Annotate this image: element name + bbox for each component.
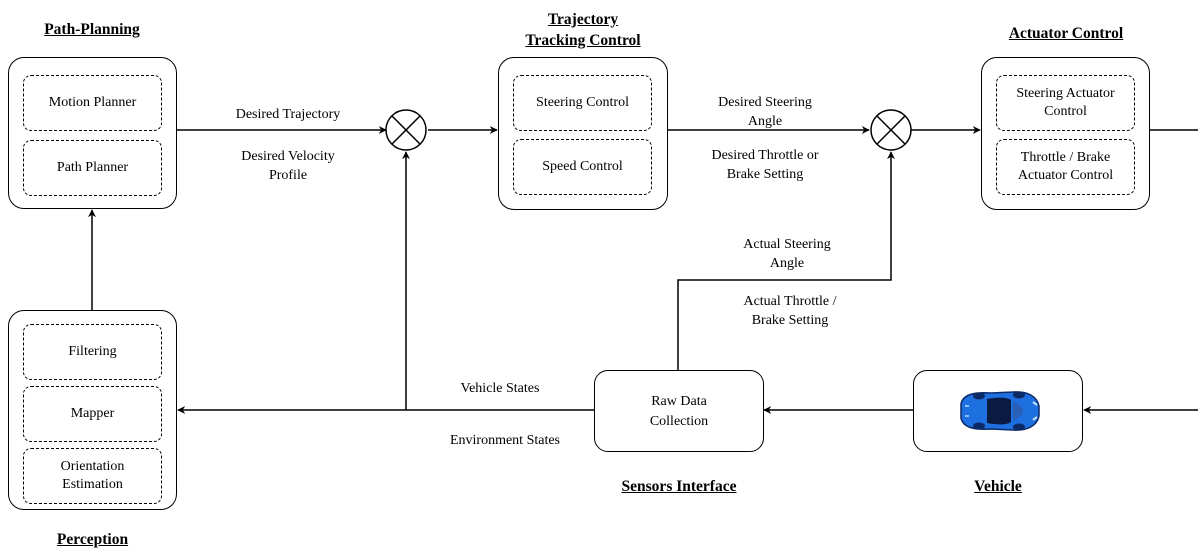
actuator-control-block: Steering Actuator Control Throttle / Bra…: [981, 57, 1150, 210]
label-desired-trajectory: Desired Trajectory: [235, 107, 341, 122]
title-actuator-control: Actuator Control: [1008, 25, 1124, 42]
label-desired-steering-line2: Angle: [747, 114, 783, 129]
trajectory-tracking-block: Steering Control Speed Control: [498, 57, 668, 210]
orientation-line2: Estimation: [62, 477, 123, 492]
title-perception: Perception: [56, 531, 129, 548]
label-actual-throttle-line1: Actual Throttle /: [743, 294, 837, 309]
title-trajectory-line1: Trajectory: [547, 11, 619, 28]
summing-junction-1: [385, 109, 427, 151]
title-trajectory-line2: Tracking Control: [525, 32, 641, 49]
label-desired-throttle-line1: Desired Throttle or: [711, 148, 819, 163]
label-actual-steering-line1: Actual Steering: [743, 237, 831, 252]
label-actual-steering-line2: Angle: [769, 256, 805, 271]
motion-planner-block: Motion Planner: [23, 75, 162, 131]
title-path-planning: Path-Planning: [44, 21, 140, 38]
orientation-estimation-block: Orientation Estimation: [23, 448, 162, 504]
orientation-line1: Orientation: [60, 459, 125, 474]
filtering-block: Filtering: [23, 324, 162, 380]
arrow-actual-to-sum2: [677, 151, 895, 370]
title-sensors-interface: Sensors Interface: [621, 478, 737, 495]
steering-actuator-line1: Steering Actuator: [1016, 86, 1115, 101]
label-desired-throttle-line2: Brake Setting: [726, 167, 804, 182]
raw-data-line2: Collection: [649, 414, 709, 429]
speed-control-block: Speed Control: [513, 139, 652, 195]
steering-control-block: Steering Control: [513, 75, 652, 131]
steering-actuator-block: Steering Actuator Control: [996, 75, 1135, 131]
throttle-actuator-block: Throttle / Brake Actuator Control: [996, 139, 1135, 195]
summing-junction-2: [870, 109, 912, 151]
label-desired-steering-line1: Desired Steering: [718, 95, 812, 110]
steering-actuator-line2: Control: [1044, 104, 1087, 119]
label-desired-velocity-line2: Profile: [268, 168, 308, 183]
raw-data-collection-block: Raw Data Collection: [594, 370, 764, 452]
label-environment-states: Environment States: [449, 433, 561, 448]
mapper-block: Mapper: [23, 386, 162, 442]
vehicle-block: [913, 370, 1083, 452]
perception-block: Filtering Mapper Orientation Estimation: [8, 310, 177, 510]
title-vehicle: Vehicle: [974, 478, 1022, 495]
throttle-actuator-line1: Throttle / Brake: [1020, 150, 1111, 165]
car-icon: [960, 391, 1040, 431]
throttle-actuator-line2: Actuator Control: [1017, 168, 1114, 183]
raw-data-line1: Raw Data: [651, 394, 707, 409]
label-actual-throttle-line2: Brake Setting: [751, 313, 829, 328]
path-planning-block: Motion Planner Path Planner: [8, 57, 177, 209]
label-vehicle-states: Vehicle States: [460, 381, 540, 396]
label-desired-velocity-line1: Desired Velocity: [241, 149, 335, 164]
path-planner-block: Path Planner: [23, 140, 162, 196]
